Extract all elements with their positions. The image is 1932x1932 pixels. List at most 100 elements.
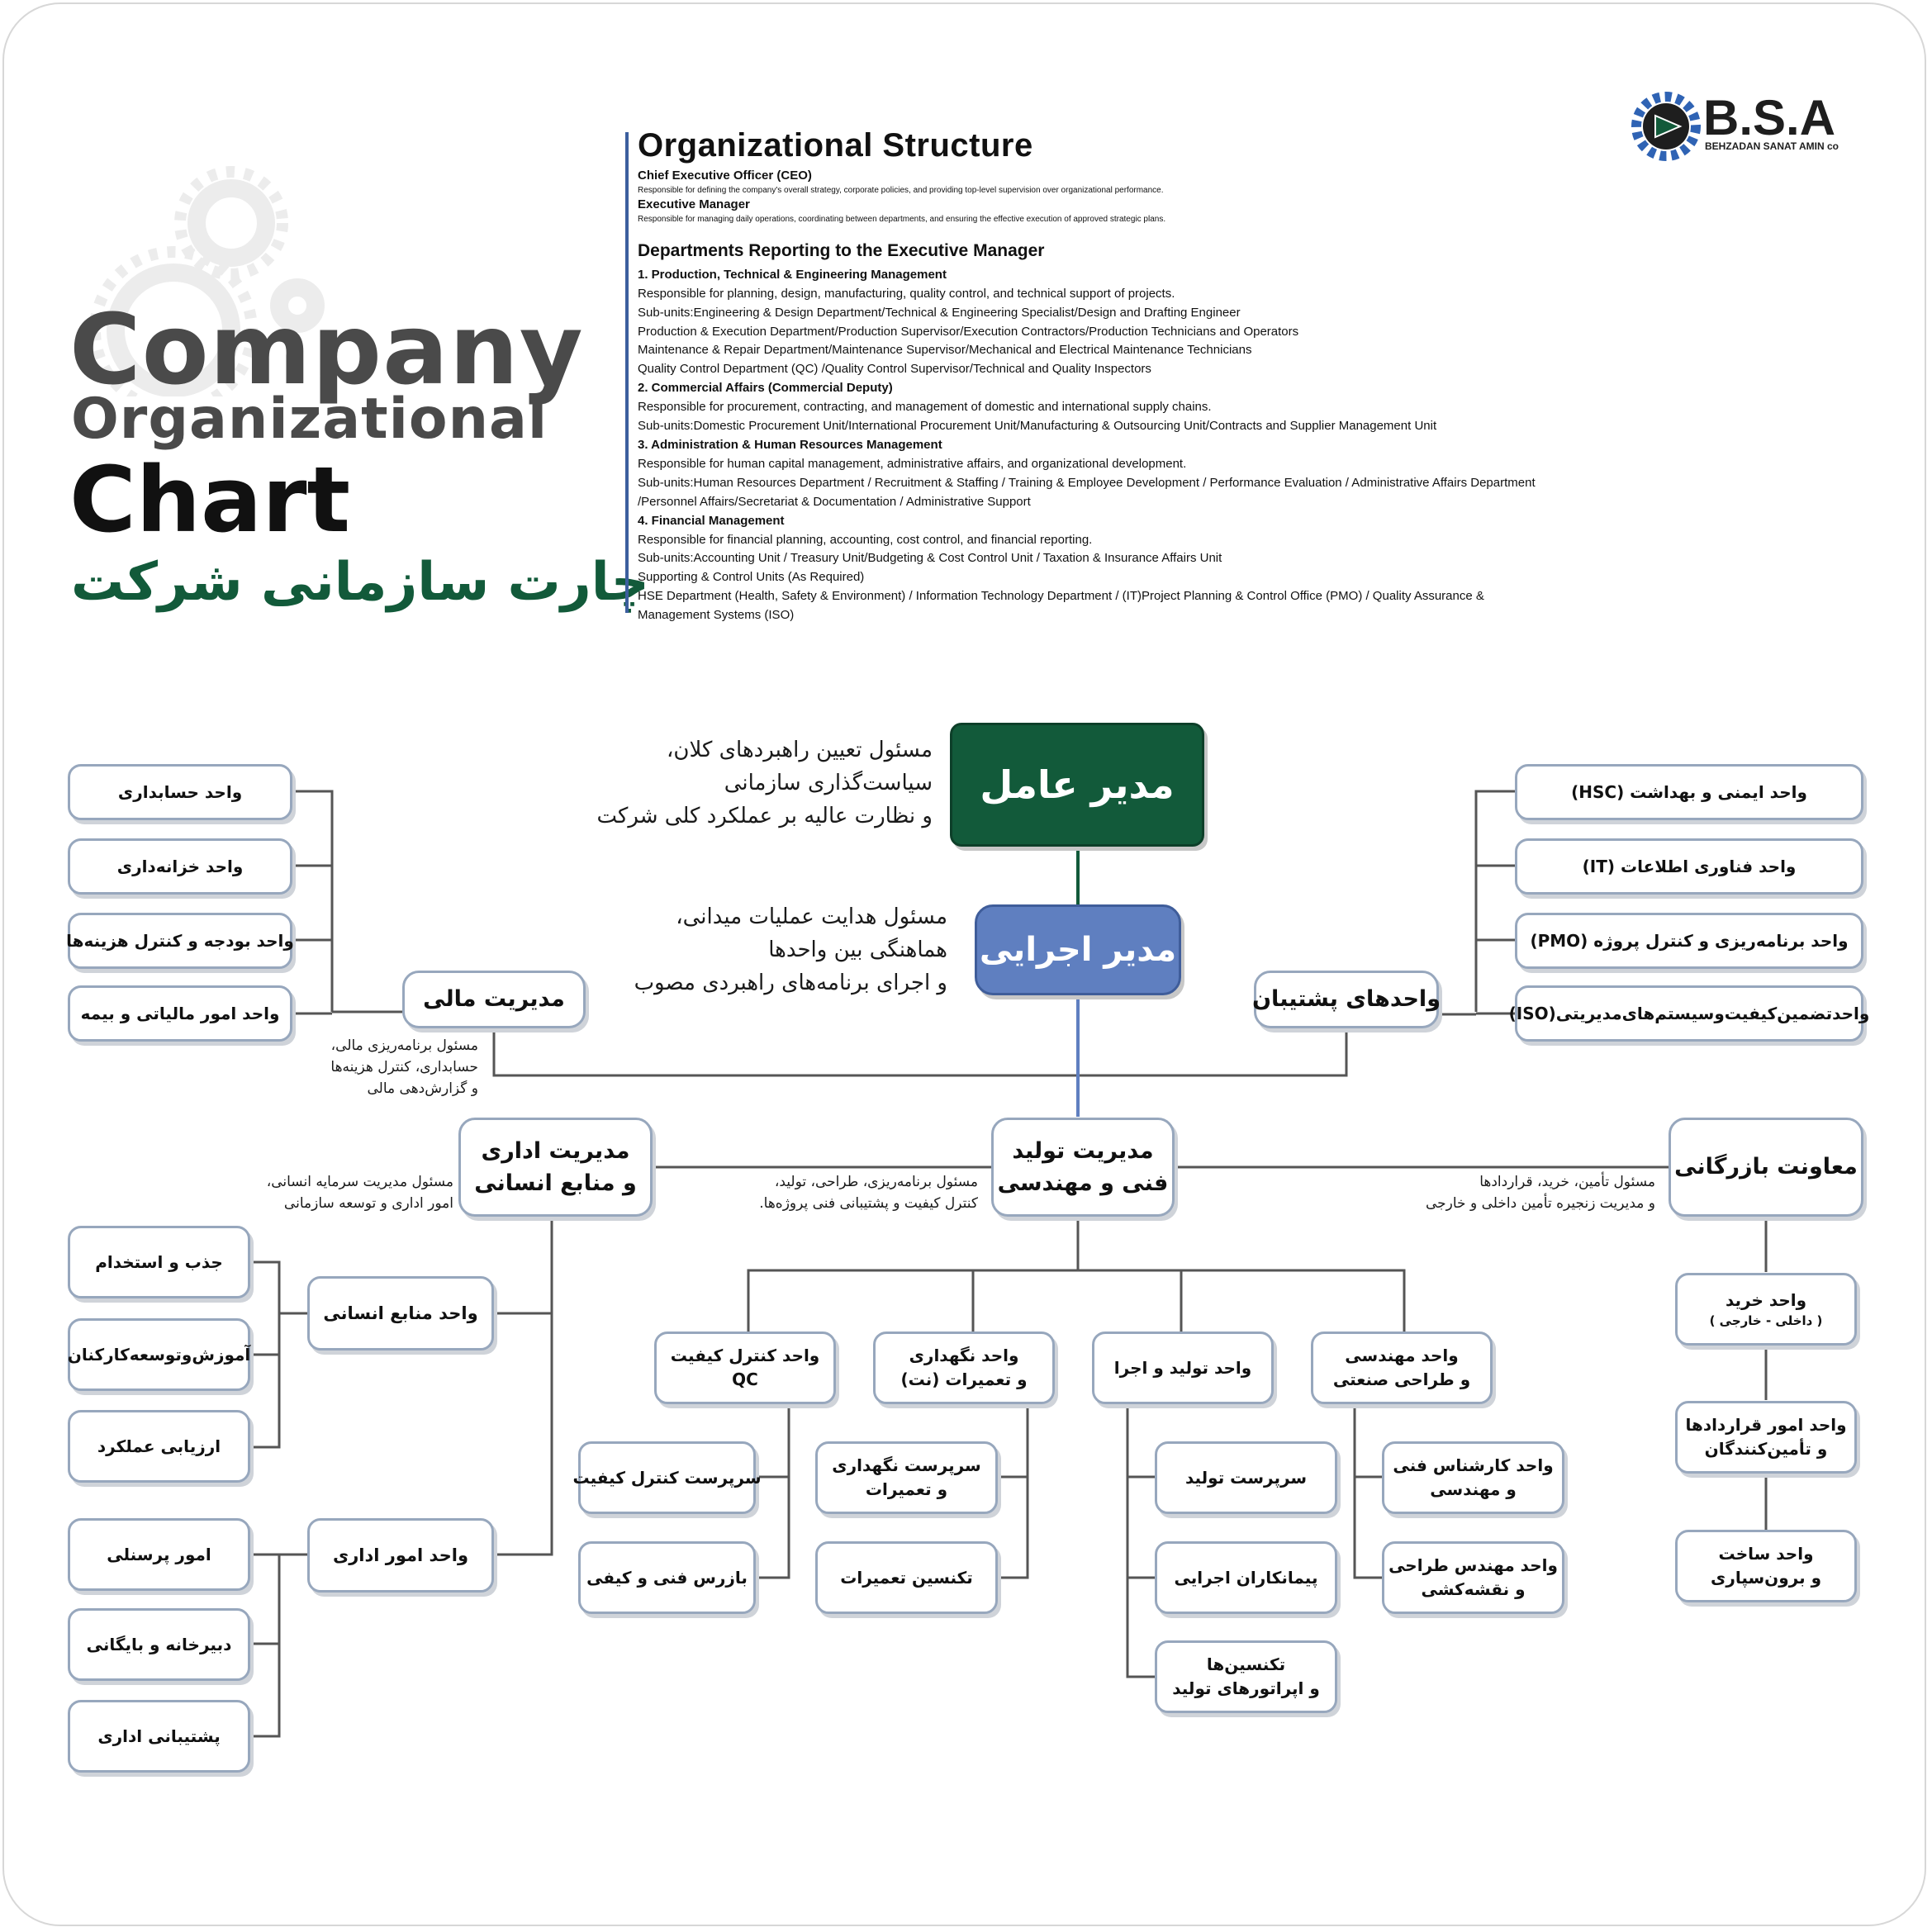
qc-item-label: بازرس فنی و کیفی xyxy=(586,1567,748,1588)
structure-line: 3. Administration & Human Resources Mana… xyxy=(638,437,942,452)
finance-desc-line: و گزارش‌دهی مالی xyxy=(367,1080,478,1097)
structure-line: Supporting & Control Units (As Required) xyxy=(638,570,865,585)
outsourcing-unit-box[interactable]: واحد ساخت و برون‌سپاری xyxy=(1675,1530,1857,1602)
production-label-1: مدیریت تولید xyxy=(1012,1137,1154,1164)
maintenance-technician-box[interactable]: تکنسین تعمیرات xyxy=(815,1541,998,1614)
admin-affairs-unit-box[interactable]: واحد امور اداری xyxy=(307,1518,494,1593)
hr-item-recruitment[interactable]: جذب و استخدام xyxy=(68,1226,250,1298)
finance-management-box[interactable]: مدیریت مالی xyxy=(402,971,586,1028)
qc-supervisor-box[interactable]: سرپرست کنترل کیفیت xyxy=(572,1441,762,1514)
title-line-2: Organizational xyxy=(71,387,548,452)
affairs-item-label: دبیرخانه و بایگانی xyxy=(86,1634,232,1654)
structure-line: 1. Production, Technical & Engineering M… xyxy=(638,267,947,282)
finance-unit-accounting[interactable]: واحد حسابداری xyxy=(68,764,292,820)
structure-line: HSE Department (Health, Safety & Environ… xyxy=(638,589,1484,604)
ceo-desc-en: Responsible for defining the company's o… xyxy=(638,185,1164,195)
affairs-item-secretariat[interactable]: دبیرخانه و بایگانی xyxy=(68,1608,250,1681)
affairs-item-label: امور پرسنلی xyxy=(107,1544,211,1564)
operations-label: واحد تولید و اجرا xyxy=(1113,1357,1252,1378)
admin-affairs-label: واحد امور اداری xyxy=(332,1545,469,1565)
support-label: واحدهای پشتیبان xyxy=(1252,986,1441,1013)
exec-description: مسئول هدایت عملیات میدانی، هماهنگی بین و… xyxy=(634,900,947,999)
commercial-unit-line: و برون‌سپاری xyxy=(1710,1568,1822,1588)
support-units-box[interactable]: واحدهای پشتیبان xyxy=(1252,971,1441,1028)
execution-contractors-box[interactable]: پیمانکاران اجرایی xyxy=(1155,1541,1337,1614)
engineering-item-line: واحد کارشناس فنی xyxy=(1393,1455,1554,1475)
operations-item-line: سرپرست تولید xyxy=(1184,1467,1308,1488)
operations-item-line: و اپراتورهای تولید xyxy=(1172,1678,1320,1698)
commercial-deputy-box[interactable]: معاونت بازرگانی xyxy=(1669,1118,1863,1217)
exec-desc-en: Responsible for managing daily operation… xyxy=(638,214,1166,224)
hr-item-training[interactable]: آموزش‌وتوسعه‌کارکنان xyxy=(68,1318,250,1391)
hr-item-label: آموزش‌وتوسعه‌کارکنان xyxy=(67,1344,251,1365)
technical-specialist-box[interactable]: واحد کارشناس فنی و مهندسی xyxy=(1382,1441,1564,1514)
structure-line: Responsible for procurement, contracting… xyxy=(638,400,1212,415)
structure-text-block: Organizational Structure Chief Executive… xyxy=(638,124,1536,625)
structure-line: Maintenance & Repair Department/Maintena… xyxy=(638,343,1252,358)
qc-item-label: سرپرست کنترل کیفیت xyxy=(572,1467,762,1488)
structure-line: 2. Commercial Affairs (Commercial Deputy… xyxy=(638,381,893,396)
logo-name: B.S.A xyxy=(1703,90,1836,145)
commercial-description: مسئول تأمین، خرید، قراردادها و مدیریت زن… xyxy=(1426,1171,1655,1214)
logo-subtitle: BEHZADAN SANAT AMIN co xyxy=(1705,140,1839,152)
maintenance-label-2: و تعمیرات (نت) xyxy=(900,1369,1028,1389)
maintenance-label-1: واحد نگهداری xyxy=(909,1346,1019,1365)
structure-line: Production & Execution Department/Produc… xyxy=(638,324,1299,339)
finance-unit-treasury[interactable]: واحد خزانه‌داری xyxy=(68,838,292,895)
support-unit-pmo[interactable]: واحد برنامه‌ریزی و کنترل پروژه (PMO) xyxy=(1515,913,1863,969)
support-unit-it[interactable]: واحد فناوری اطلاعات (IT) xyxy=(1515,838,1863,895)
executive-manager-box[interactable]: مدیر اجرایی xyxy=(975,904,1181,995)
hr-unit-box[interactable]: واحد منابع انسانی xyxy=(307,1276,494,1351)
production-supervisor-box[interactable]: سرپرست تولید xyxy=(1155,1441,1337,1514)
commercial-label: معاونت بازرگانی xyxy=(1674,1154,1858,1180)
support-unit-label: واحد برنامه‌ریزی و کنترل پروژه (PMO) xyxy=(1530,930,1849,951)
support-unit-label: واحدتضمین‌کیفیت‌وسیستم‌های‌مدیریتی(ISO) xyxy=(1508,1003,1870,1023)
production-technicians-box[interactable]: تکنسین‌ها و اپراتورهای تولید xyxy=(1155,1640,1337,1713)
finance-unit-label: واحد امور مالیاتی و بیمه xyxy=(80,1003,280,1023)
structure-line: Sub-units:Engineering & Design Departmen… xyxy=(638,305,1241,320)
structure-line: Sub-units:Human Resources Department / R… xyxy=(638,475,1536,490)
commercial-unit-line: واحد امور قراردادها xyxy=(1685,1415,1847,1435)
maintenance-unit-box[interactable]: واحد نگهداری و تعمیرات (نت) xyxy=(873,1332,1055,1404)
affairs-item-support[interactable]: پشتیبانی اداری xyxy=(68,1700,250,1773)
support-unit-iso[interactable]: واحدتضمین‌کیفیت‌وسیستم‌های‌مدیریتی(ISO) xyxy=(1509,985,1869,1042)
structure-line: Responsible for human capital management… xyxy=(638,456,1187,471)
finance-description: مسئول برنامه‌ریزی مالی، حسابداری، کنترل … xyxy=(330,1035,478,1099)
finance-unit-tax[interactable]: واحد امور مالیاتی و بیمه xyxy=(68,985,292,1042)
title-persian: چارت سازمانی شرکت xyxy=(71,552,649,613)
procurement-unit-box[interactable]: واحد خرید ( داخلی - خارجی ) xyxy=(1675,1273,1857,1346)
commercial-unit-line: و تأمین‌کنندگان xyxy=(1704,1439,1828,1459)
admin-desc-line: مسئول مدیریت سرمایه انسانی، xyxy=(266,1174,453,1190)
ceo-desc-line: مسئول تعیین راهبردهای کلان، xyxy=(667,738,933,762)
support-unit-hse[interactable]: واحد ایمنی و بهداشت (HSC) xyxy=(1515,764,1863,820)
ceo-box[interactable]: مدیر عامل xyxy=(950,723,1204,847)
ceo-desc-line: سیاست‌گذاری سازمانی xyxy=(724,771,933,795)
commercial-unit-line: واحد خرید xyxy=(1725,1289,1807,1310)
maintenance-item-line: و تعمیرات xyxy=(865,1479,948,1499)
structure-line: Management Systems (ISO) xyxy=(638,608,795,623)
engineering-unit-box[interactable]: واحد مهندسی و طراحی صنعتی xyxy=(1311,1332,1493,1404)
maintenance-supervisor-box[interactable]: سرپرست نگهداری و تعمیرات xyxy=(815,1441,998,1514)
production-desc-line: مسئول برنامه‌ریزی، طراحی، تولید، xyxy=(774,1174,978,1190)
support-unit-label: واحد ایمنی و بهداشت (HSC) xyxy=(1571,781,1807,802)
finance-desc-line: مسئول برنامه‌ریزی مالی، xyxy=(330,1037,478,1054)
gear-logo-icon xyxy=(1631,92,1701,161)
maintenance-item-line: تکنسین تعمیرات xyxy=(840,1567,973,1588)
operations-item-line: پیمانکاران اجرایی xyxy=(1174,1567,1318,1588)
contracts-unit-box[interactable]: واحد امور قراردادها و تأمین‌کنندگان xyxy=(1675,1401,1857,1474)
production-management-box[interactable]: مدیریت تولید فنی و مهندسی xyxy=(991,1118,1175,1217)
hr-item-evaluation[interactable]: ارزیابی عملکرد xyxy=(68,1410,250,1483)
admin-desc-line: امور اداری و توسعه سازمانی xyxy=(283,1195,453,1212)
finance-unit-budget[interactable]: واحد بودجه و کنترل هزینه‌ها xyxy=(66,913,294,969)
admin-hr-management-box[interactable]: مدیریت اداری و منابع انسانی xyxy=(458,1118,653,1217)
commercial-unit-line: ( داخلی - خارجی ) xyxy=(1709,1313,1823,1328)
commercial-desc-line: مسئول تأمین، خرید، قراردادها xyxy=(1479,1174,1655,1190)
affairs-item-personnel[interactable]: امور پرسنلی xyxy=(68,1518,250,1591)
qc-inspector-box[interactable]: بازرس فنی و کیفی xyxy=(578,1541,756,1614)
design-engineer-box[interactable]: واحد مهندس طراحی و نقشه‌کشی xyxy=(1382,1541,1564,1614)
structure-line: Quality Control Department (QC) /Quality… xyxy=(638,362,1151,377)
admin-label-1: مدیریت اداری xyxy=(481,1137,630,1164)
qc-label-2: QC xyxy=(732,1369,758,1389)
qc-unit-box[interactable]: واحد کنترل کیفیت QC xyxy=(654,1332,836,1404)
operations-unit-box[interactable]: واحد تولید و اجرا xyxy=(1092,1332,1274,1404)
